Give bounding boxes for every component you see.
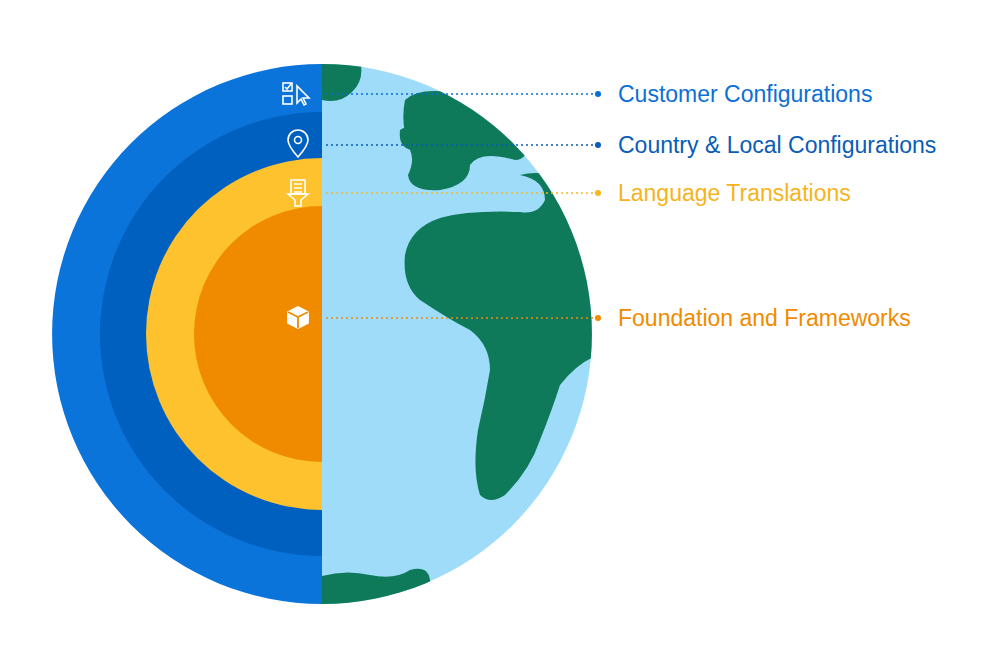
leader-dot	[595, 91, 601, 97]
leader-dot	[595, 142, 601, 148]
layer-label: Customer Configurations	[618, 83, 872, 106]
continents	[310, 60, 610, 610]
checklist-cursor-icon	[283, 83, 309, 105]
globe-half	[310, 60, 610, 610]
layer-label: Foundation and Frameworks	[618, 307, 911, 330]
leader-lines	[326, 94, 596, 318]
outer-ring	[52, 64, 322, 604]
layer-icons	[283, 83, 309, 328]
core-ring	[194, 206, 322, 462]
translation-icon	[288, 180, 308, 206]
leader-line	[326, 192, 596, 194]
leader-dot	[595, 315, 601, 321]
layer-rings	[52, 64, 322, 604]
leader-dots	[595, 91, 601, 321]
layer-label: Country & Local Configurations	[618, 134, 936, 157]
leader-line	[326, 144, 596, 146]
third-ring	[146, 158, 322, 510]
layer-label: Language Translations	[618, 182, 851, 205]
second-ring	[100, 112, 322, 556]
cube-icon	[288, 307, 308, 328]
leader-dot	[595, 190, 601, 196]
leader-line	[326, 93, 596, 95]
location-pin-icon	[288, 130, 308, 157]
leader-line	[326, 317, 596, 319]
